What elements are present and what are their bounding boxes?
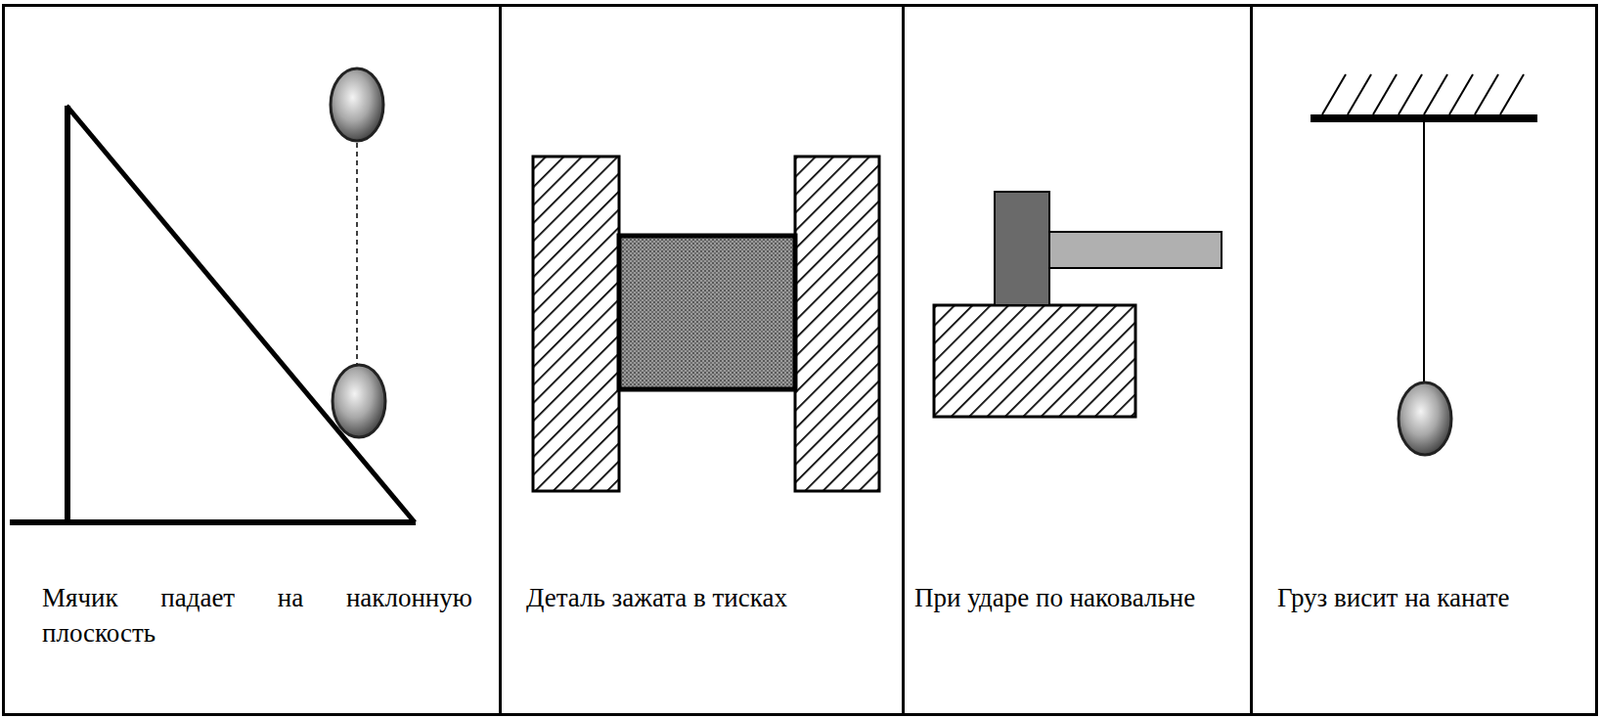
hammer-head	[994, 191, 1050, 306]
vise-jaw	[795, 156, 880, 491]
panel: Деталь зажата в тисках	[501, 3, 905, 716]
panel: При ударе по наковальне	[904, 3, 1253, 716]
fall-path	[355, 142, 358, 364]
panel: Груз висит на канате	[1252, 3, 1599, 716]
panel: Мячик падает на наклонную плоскость	[1, 3, 502, 716]
workpiece	[619, 235, 796, 390]
weight	[1398, 382, 1452, 455]
hammer-handle	[1049, 231, 1222, 268]
ball	[330, 68, 384, 141]
vise-jaw	[533, 156, 620, 491]
inclined-plane	[9, 105, 416, 523]
anvil	[933, 305, 1136, 417]
caption: При ударе по наковальне	[914, 579, 1224, 616]
ceiling	[1310, 74, 1538, 119]
ball	[332, 364, 386, 438]
caption: Деталь зажата в тисках	[526, 579, 849, 616]
rope	[1422, 118, 1425, 384]
caption: Груз висит на канате	[1277, 579, 1563, 616]
caption: Мячик падает на наклонную плоскость	[42, 579, 473, 652]
